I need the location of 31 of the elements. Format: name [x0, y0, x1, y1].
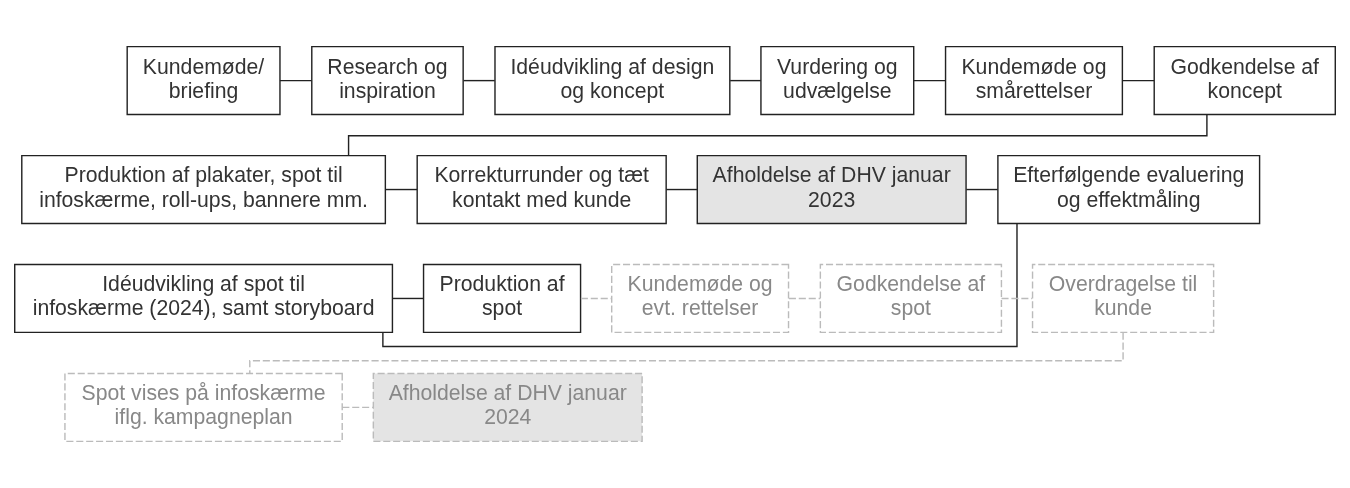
connector [1000, 297, 1033, 300]
node-box: Overdragelse til kunde [1031, 263, 1215, 334]
node-box: Afholdelse af DHV januar 2023 [696, 154, 967, 225]
node-box: Kundemøde og smårettelser [944, 45, 1124, 116]
connector [382, 222, 1018, 348]
connector [965, 188, 999, 191]
connector [462, 79, 496, 82]
node-box: Produktion af plakater, spot til infoskærme, roll-ups, bannere mm. [21, 154, 387, 225]
connector [279, 79, 313, 82]
node-box: Produktion af spot [422, 263, 582, 334]
node-box: Kundemøde og evt. rettelser [611, 263, 790, 334]
node-box: Vurdering og udvælgelse [760, 45, 915, 116]
connector [729, 79, 762, 82]
node-box: Korrekturrunder og tæt kontakt med kunde [416, 154, 667, 225]
connector [384, 188, 418, 191]
connector [913, 79, 947, 82]
node-box: Idéudvikling af spot til infoskærme (2024), samt storyboard [14, 263, 394, 334]
node-box: Godkendelse af spot [819, 263, 1003, 334]
node-box: Kundemøde/ briefing [126, 45, 281, 116]
connector [391, 297, 425, 300]
connector [788, 297, 821, 300]
node-box: Idéudvikling af design og koncept [494, 45, 731, 116]
connector [665, 188, 698, 191]
node-box: Afholdelse af DHV januar 2024 [372, 372, 643, 443]
connector [341, 406, 374, 409]
node-box: Research og inspiration [311, 45, 464, 116]
node-box: Efterfølgende evaluering og effektmåling [997, 154, 1261, 225]
node-box: Spot vises på infoskærme iflg. kampagneplan [64, 372, 343, 443]
connector [1122, 79, 1155, 82]
connector [347, 113, 1208, 156]
node-box: Godkendelse af koncept [1153, 45, 1336, 116]
